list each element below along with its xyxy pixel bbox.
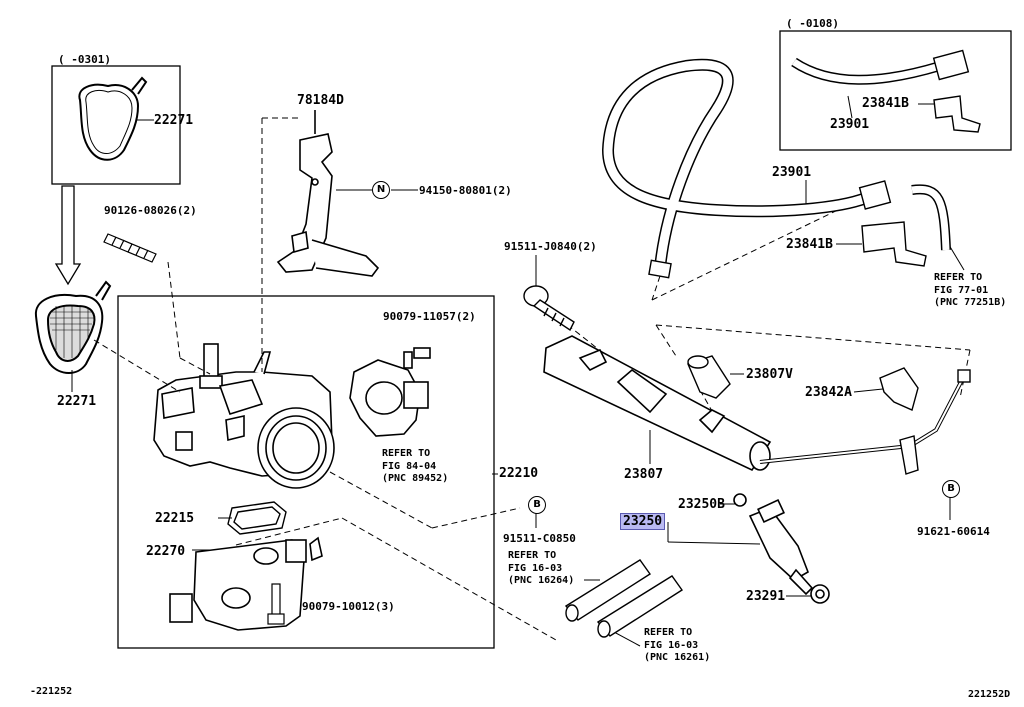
fuel-hose-icon bbox=[601, 58, 869, 269]
stud-bolt-icon bbox=[103, 233, 157, 263]
fuel-pipe-icon bbox=[759, 379, 964, 464]
part-number-label[interactable]: 22271 bbox=[154, 113, 194, 128]
part-number-label[interactable]: 22270 bbox=[146, 544, 186, 559]
part-number-label[interactable]: 23842A bbox=[805, 385, 852, 400]
throttle-sensor-icon bbox=[349, 347, 431, 437]
n-marker: N bbox=[372, 181, 390, 199]
fuel-rail-icon bbox=[543, 335, 772, 472]
b-marker: B bbox=[942, 480, 960, 498]
gasket-icon bbox=[78, 76, 148, 161]
reference-line: FIG 16-03 bbox=[508, 562, 563, 574]
hose-icon bbox=[911, 184, 951, 251]
inset-frame-right bbox=[779, 30, 1012, 151]
idle-control-valve-icon bbox=[169, 536, 323, 631]
part-number-label[interactable]: 94150-80801(2) bbox=[419, 184, 512, 197]
bolt-icon bbox=[523, 285, 575, 332]
reference-line: REFER TO bbox=[644, 627, 693, 638]
part-number-label[interactable]: 90126-08026(2) bbox=[104, 204, 197, 217]
inset-frame-left bbox=[51, 65, 181, 185]
reference-note: REFER TO FIG 16-03 (PNC 16264) bbox=[508, 550, 574, 588]
reference-line: (PNC 16261) bbox=[644, 652, 711, 663]
connector-icon bbox=[932, 49, 970, 81]
fuel-pipe-icon bbox=[759, 379, 963, 463]
diagram-code: 221252D bbox=[968, 689, 1011, 700]
part-number-label-highlighted[interactable]: 23250 bbox=[620, 513, 666, 530]
clamp-icon bbox=[861, 221, 927, 267]
damper-icon bbox=[687, 355, 731, 399]
throttle-body-icon bbox=[153, 343, 335, 489]
arrow-icon bbox=[54, 185, 82, 286]
part-number-label[interactable]: 23807V bbox=[746, 367, 793, 382]
part-number-label[interactable]: 91511-J0840(2) bbox=[504, 240, 597, 253]
connector-icon bbox=[648, 180, 892, 279]
reference-line: (PNC 16264) bbox=[508, 575, 575, 586]
reference-note: REFER TO FIG 84-04 (PNC 89452) bbox=[382, 448, 448, 486]
part-number-label[interactable]: 23841B bbox=[786, 237, 833, 252]
throttle-body-frame bbox=[117, 295, 495, 649]
reference-line: REFER TO bbox=[508, 550, 557, 561]
b-marker: B bbox=[528, 496, 546, 514]
part-number-label[interactable]: 23901 bbox=[830, 117, 870, 132]
gasket-icon bbox=[34, 280, 112, 374]
reference-line: FIG 77-01 bbox=[934, 284, 989, 296]
part-number-label[interactable]: 22271 bbox=[57, 394, 97, 409]
part-number-label[interactable]: 23291 bbox=[746, 589, 786, 604]
reference-line: (PNC 89452) bbox=[382, 473, 449, 484]
part-number-label[interactable]: 78184D bbox=[297, 93, 344, 108]
inset-range-label: ( -0301) bbox=[58, 53, 111, 66]
reference-note: REFER TO FIG 77-01 (PNC 77251B) bbox=[934, 272, 1006, 310]
inset-range-label: ( -0108) bbox=[786, 17, 839, 30]
part-number-label[interactable]: 23901 bbox=[772, 165, 812, 180]
reference-line: (PNC 77251B) bbox=[934, 297, 1007, 308]
part-number-label[interactable]: 23250B bbox=[678, 497, 725, 512]
hose-icon bbox=[564, 559, 683, 638]
reference-line: REFER TO bbox=[382, 448, 431, 459]
clamp-icon bbox=[879, 367, 971, 475]
part-number-label[interactable]: 91621-60614 bbox=[917, 525, 990, 538]
part-number-label[interactable]: 91511-C0850 bbox=[503, 532, 576, 545]
highlighted-part[interactable]: 23250 bbox=[620, 513, 666, 530]
diagram-code: -221252 bbox=[30, 686, 73, 697]
reference-line: FIG 16-03 bbox=[644, 639, 699, 651]
part-number-label[interactable]: 90079-10012(3) bbox=[302, 600, 395, 613]
reference-line: FIG 84-04 bbox=[382, 460, 437, 472]
part-number-label[interactable]: 22215 bbox=[155, 511, 195, 526]
injector-icon bbox=[733, 493, 830, 604]
part-number-label[interactable]: 22210 bbox=[499, 466, 539, 481]
part-number-label[interactable]: 90079-11057(2) bbox=[383, 310, 476, 323]
bracket-icon bbox=[276, 110, 380, 277]
reference-line: REFER TO bbox=[934, 272, 983, 283]
reference-note: REFER TO FIG 16-03 (PNC 16261) bbox=[644, 627, 710, 665]
gasket-icon bbox=[227, 501, 287, 535]
part-number-label[interactable]: 23841B bbox=[862, 96, 909, 111]
fuel-hose-icon bbox=[791, 57, 942, 85]
screw-icon bbox=[267, 583, 285, 625]
part-number-label[interactable]: 23807 bbox=[624, 467, 664, 482]
clamp-icon bbox=[933, 95, 981, 133]
